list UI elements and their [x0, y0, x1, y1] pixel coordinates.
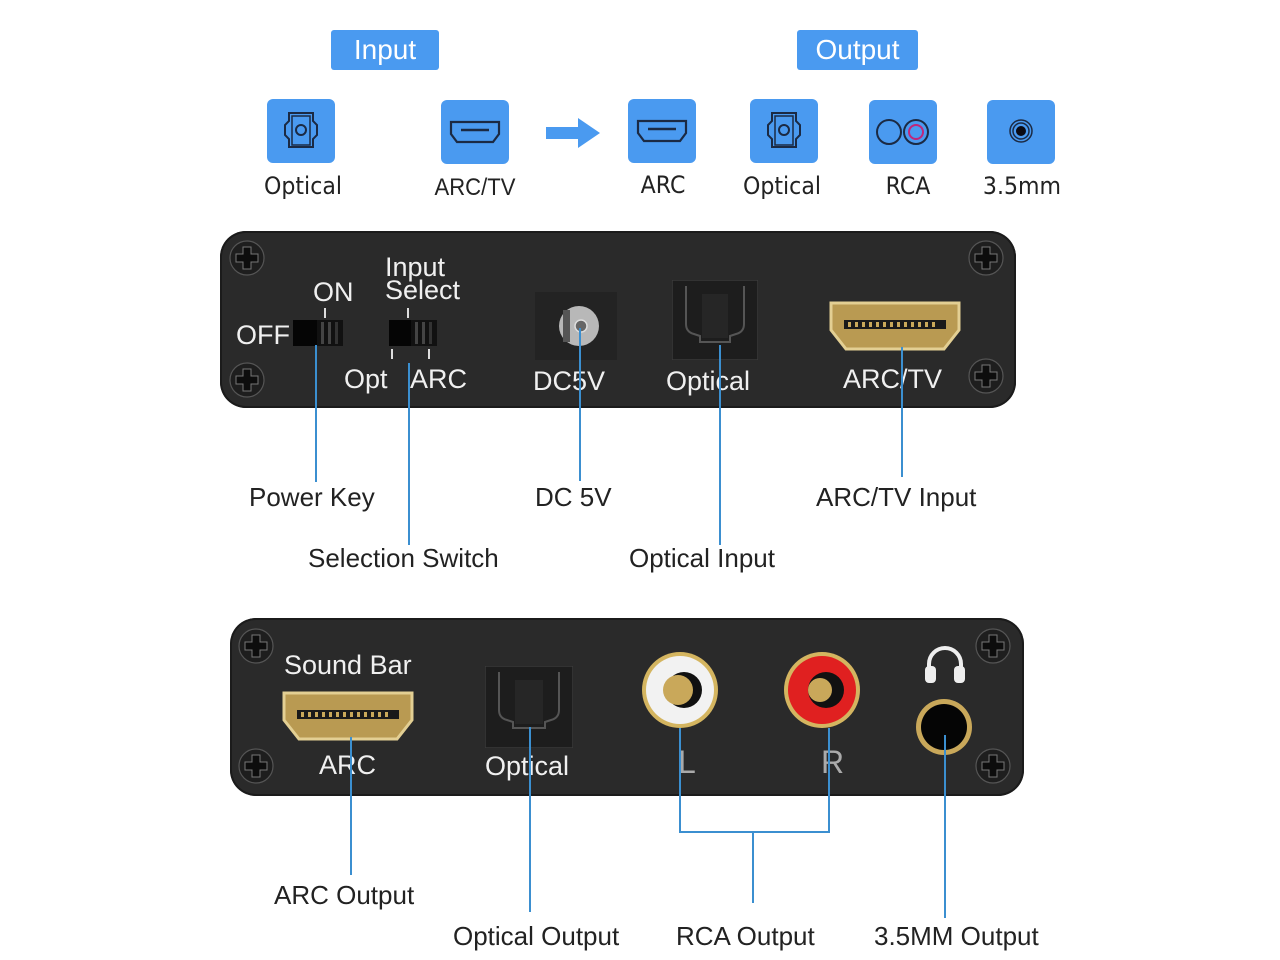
- tick-mark: [407, 308, 409, 318]
- input-heading: Input: [331, 30, 439, 70]
- hdmi-port-icon: [636, 119, 688, 143]
- tick-mark: [324, 308, 326, 318]
- leader-line: [752, 831, 754, 903]
- rca-port-icon: [876, 119, 929, 145]
- headphones-icon: [925, 646, 965, 683]
- leader-line: [828, 728, 830, 833]
- leader-line: [315, 345, 317, 482]
- hdmi-arc-tv-port: [829, 301, 961, 351]
- power-on-label: ON: [313, 277, 354, 307]
- optical-label: Optical: [485, 751, 570, 781]
- callout-rca-output: RCA Output: [676, 921, 815, 951]
- callout-arc-tv-input: ARC/TV Input: [816, 482, 977, 512]
- audio-jack-3-5mm: [916, 699, 972, 755]
- hdmi-arc-output-port: [282, 691, 414, 741]
- right-channel-label: R: [821, 744, 845, 780]
- leader-line: [901, 347, 903, 477]
- output-optical-label: Optical: [743, 172, 821, 200]
- dc-power-jack: [535, 292, 617, 360]
- sound-bar-label: Sound Bar: [284, 650, 412, 680]
- optical-label: Optical: [666, 366, 751, 396]
- leader-line: [679, 728, 681, 833]
- screw-icon: [968, 240, 1004, 276]
- callout-power-key: Power Key: [249, 482, 375, 512]
- rca-right-jack: [784, 652, 860, 728]
- input-arc-tv-label: ARC/TV: [434, 174, 516, 201]
- optical-port-icon: [767, 112, 801, 148]
- output-arc-tile: [628, 99, 696, 163]
- output-optical-tile: [750, 99, 818, 163]
- input-arc-tv-tile: [441, 100, 509, 164]
- dc5v-label: DC5V: [533, 366, 606, 396]
- callout-optical-input: Optical Input: [629, 543, 775, 573]
- output-rca-tile: [869, 100, 937, 164]
- callout-optical-output: Optical Output: [453, 921, 620, 951]
- screw-icon: [229, 240, 265, 276]
- hdmi-port-icon: [449, 120, 501, 144]
- screw-icon: [238, 748, 274, 784]
- optical-input-port: [672, 280, 758, 360]
- callout-3-5mm-output: 3.5MM Output: [874, 921, 1039, 951]
- screw-icon: [975, 748, 1011, 784]
- audio-jack-icon: [1009, 119, 1033, 143]
- arrow-right-icon: [546, 118, 600, 148]
- tick-mark: [391, 349, 393, 359]
- output-rca-label: RCA: [885, 172, 931, 200]
- power-key-switch[interactable]: [293, 320, 343, 346]
- tick-mark: [428, 349, 430, 359]
- output-3-5mm-label: 3.5mm: [982, 172, 1062, 200]
- arc-tv-label: ARC/TV: [843, 364, 943, 394]
- arc-label: ARC: [319, 750, 377, 780]
- leader-line: [529, 727, 531, 912]
- output-3-5mm-tile: [987, 100, 1055, 164]
- power-off-label: OFF: [236, 320, 290, 350]
- optical-port-icon: [284, 112, 318, 148]
- input-optical-tile: [267, 99, 335, 163]
- optical-output-port: [485, 666, 573, 748]
- callout-dc-5v: DC 5V: [535, 482, 612, 512]
- arc-label: ARC: [410, 364, 468, 394]
- leader-line: [408, 363, 410, 545]
- leader-line: [944, 735, 946, 918]
- leader-line: [719, 345, 721, 545]
- input-select-label-line1: Input: [385, 252, 446, 282]
- output-arc-label: ARC: [640, 171, 686, 199]
- leader-line: [679, 831, 830, 833]
- callout-selection-switch: Selection Switch: [308, 543, 499, 573]
- input-select-label-line2: Select: [385, 275, 461, 305]
- leader-line: [350, 737, 352, 875]
- opt-label: Opt: [344, 364, 388, 394]
- input-selection-switch[interactable]: [389, 320, 437, 346]
- output-heading: Output: [797, 30, 918, 70]
- leader-line: [579, 328, 581, 481]
- callout-arc-output: ARC Output: [274, 880, 415, 910]
- input-optical-label: Optical: [264, 172, 342, 200]
- screw-icon: [238, 628, 274, 664]
- screw-icon: [975, 628, 1011, 664]
- screw-icon: [968, 358, 1004, 394]
- rca-left-jack: [642, 652, 718, 728]
- left-channel-label: L: [678, 744, 696, 780]
- screw-icon: [229, 362, 265, 398]
